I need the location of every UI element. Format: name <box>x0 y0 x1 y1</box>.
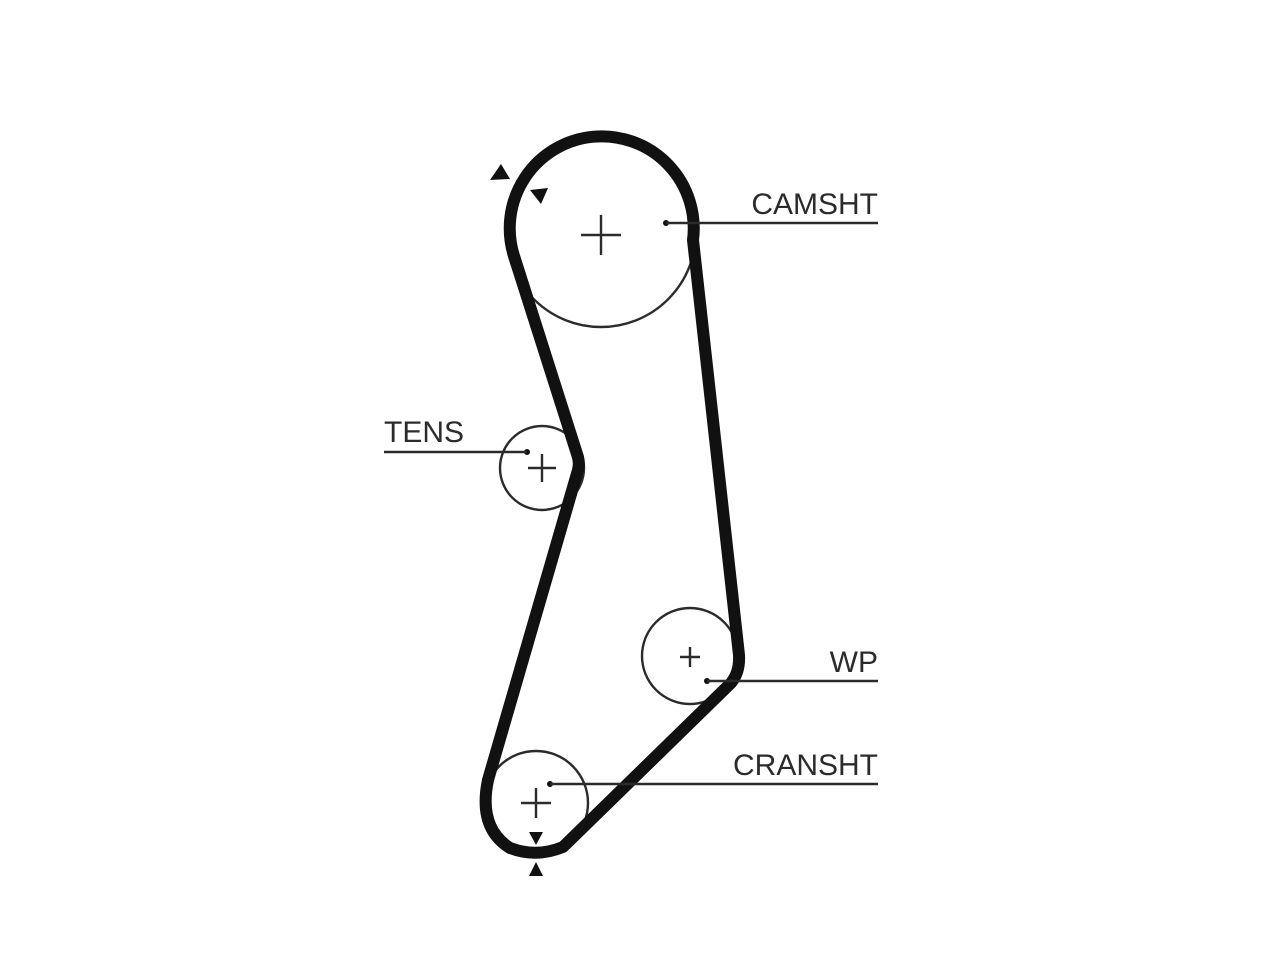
camshaft-timing-mark-inner <box>530 188 548 204</box>
crankshaft-center-cross <box>521 788 551 818</box>
crankshaft-leader <box>547 781 878 787</box>
camshaft-timing-mark-outer <box>490 164 510 180</box>
camshaft-label: CAMSHT <box>751 188 878 221</box>
tensioner-leader <box>384 449 530 455</box>
water-pump-label: WP <box>830 646 878 679</box>
camshaft-center-cross <box>581 215 621 255</box>
crankshaft-label: CRANSHT <box>733 749 878 782</box>
camshaft-leader <box>663 220 878 226</box>
timing-belt <box>479 130 746 859</box>
water-pump-leader <box>704 678 878 684</box>
water-pump-center-cross <box>680 647 700 667</box>
tensioner-label: TENS <box>384 416 464 449</box>
crankshaft-timing-mark-inner <box>529 832 543 845</box>
crankshaft-timing-mark-outer <box>529 862 543 876</box>
tensioner-center-cross <box>528 454 556 482</box>
